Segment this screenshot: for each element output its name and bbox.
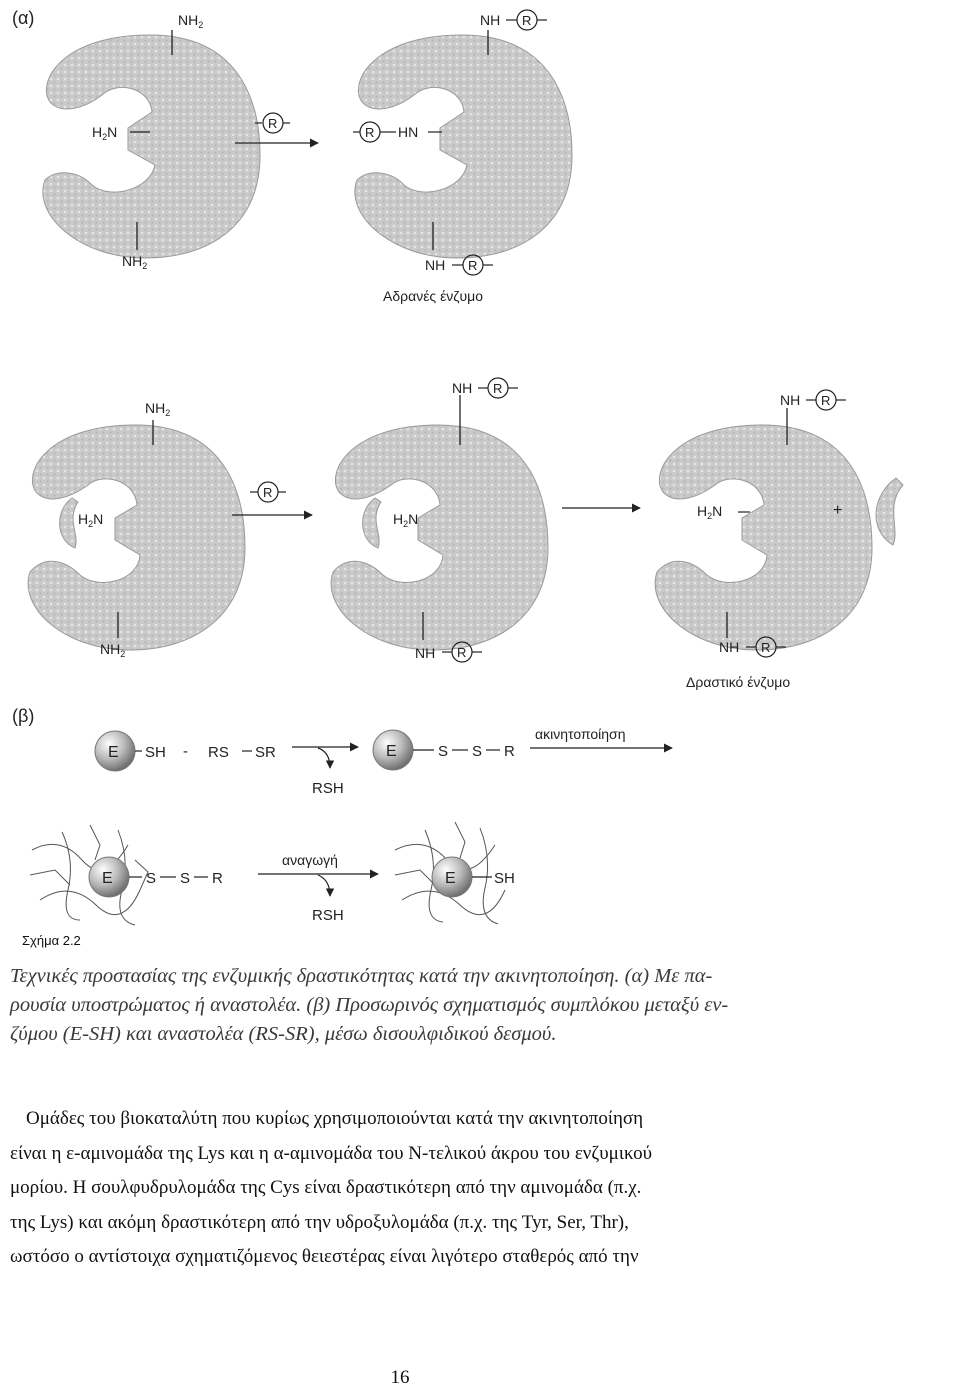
- svg-text:NH2: NH2: [145, 400, 170, 418]
- caption-line: ζύμου (E-SH) και αναστολέα (RS-SR), μέσω…: [10, 1023, 557, 1045]
- amino-r-label: NH: [780, 392, 800, 408]
- svg-text:E: E: [108, 744, 119, 761]
- svg-text:H2N: H2N: [78, 511, 103, 529]
- body-line: ωστόσο ο αντίστοιχα σχηματιζόμενος θειεσ…: [10, 1246, 639, 1267]
- panel-a-label: (α): [12, 8, 34, 28]
- svg-text:R: R: [457, 645, 466, 660]
- panel-b-label: (β): [12, 706, 34, 726]
- svg-text:S: S: [180, 870, 190, 887]
- amino-label: NH: [100, 641, 120, 657]
- amino-label: H: [697, 503, 707, 519]
- svg-text:R: R: [365, 125, 374, 140]
- rsh-byproduct: RSH: [312, 780, 344, 797]
- svg-text:H2N: H2N: [393, 511, 418, 529]
- svg-text:R: R: [821, 393, 830, 408]
- svg-text:S: S: [472, 743, 482, 760]
- svg-text:S: S: [146, 870, 156, 887]
- svg-text:R: R: [493, 381, 502, 396]
- inhibitor-shape: [362, 497, 382, 549]
- amino-label: NH: [178, 12, 198, 28]
- released-inhibitor-shape: [875, 477, 904, 546]
- inhibitor-sr: SR: [255, 744, 276, 761]
- svg-text:R: R: [522, 13, 531, 28]
- support-matrix: [394, 821, 506, 925]
- svg-text:NH2: NH2: [122, 253, 147, 271]
- amino-r-label: NH: [480, 12, 500, 28]
- amino-label: NH: [145, 400, 165, 416]
- reduction-label: αναγωγή: [282, 852, 338, 868]
- enzyme-shape: [42, 34, 261, 259]
- amino-label: H: [393, 511, 403, 527]
- svg-text:-: -: [183, 743, 188, 760]
- figure-caption: Τεχνικές προστασίας της ενζυμικής δραστι…: [10, 962, 950, 1049]
- svg-text:H2N: H2N: [697, 503, 722, 521]
- thiol-group: SH: [145, 744, 166, 761]
- svg-text:R: R: [504, 743, 515, 760]
- amino-label: H: [78, 511, 88, 527]
- reagent-r: R: [268, 116, 277, 131]
- plus-sign: +: [833, 502, 842, 519]
- svg-text:E: E: [386, 743, 397, 760]
- svg-text:NH2: NH2: [100, 641, 125, 659]
- figure-number: Σχήμα 2.2: [22, 933, 81, 948]
- inhibitor-rs: RS: [208, 744, 229, 761]
- caption-line: Τεχνικές προστασίας της ενζυμικής δραστι…: [10, 965, 713, 987]
- amino-r-label: NH: [452, 380, 472, 396]
- page-number: 16: [390, 1367, 410, 1388]
- inhibitor-shape: [59, 497, 79, 549]
- body-line: μορίου. Η σουλφυδρυλομάδα της Cys είναι …: [10, 1177, 642, 1198]
- svg-text:R: R: [468, 258, 477, 273]
- svg-text:R: R: [212, 870, 223, 887]
- svg-text:R: R: [263, 485, 272, 500]
- svg-text:E: E: [102, 870, 113, 887]
- caption-line: ρουσία υποστρώματος ή αναστολέα. (β) Προ…: [10, 994, 729, 1016]
- enzyme-shape: [654, 424, 873, 651]
- amino-r-label: NH: [719, 639, 739, 655]
- thiol-group: SH: [494, 870, 515, 887]
- amino-label: H: [92, 124, 102, 140]
- svg-text:NH2: NH2: [178, 12, 203, 30]
- svg-text:E: E: [445, 870, 456, 887]
- enzyme-shape: [354, 34, 573, 259]
- svg-text:S: S: [438, 743, 448, 760]
- amino-label: NH: [122, 253, 142, 269]
- amino-r-label: NH: [415, 645, 435, 661]
- body-paragraph: Ομάδες του βιοκαταλύτη που κυρίως χρησιμ…: [10, 1102, 800, 1275]
- amino-r-label: NH: [425, 257, 445, 273]
- figure-2-2: (α) (β) NH2 H2N NH2 R NH R R HN NH R Αδρ…: [12, 8, 904, 926]
- svg-text:H2N: H2N: [92, 124, 117, 142]
- body-line: της Lys) και ακόμη δραστικότερη από την …: [10, 1211, 629, 1233]
- enzyme-shape: [330, 424, 549, 651]
- active-enzyme-label: Δραστικό ένζυμο: [686, 674, 790, 690]
- inactive-enzyme-label: Αδρανές ένζυμο: [383, 288, 483, 304]
- enzyme-shape: [27, 424, 246, 651]
- amino-r-label: HN: [398, 124, 418, 140]
- body-line: είναι η ε-αμινομάδα της Lys και η α-αμιν…: [10, 1142, 653, 1164]
- body-line: Ομάδες του βιοκαταλύτη που κυρίως χρησιμ…: [26, 1108, 644, 1129]
- svg-text:R: R: [761, 640, 770, 655]
- immobilization-label: ακινητοποίηση: [535, 726, 625, 742]
- rsh-byproduct: RSH: [312, 907, 344, 924]
